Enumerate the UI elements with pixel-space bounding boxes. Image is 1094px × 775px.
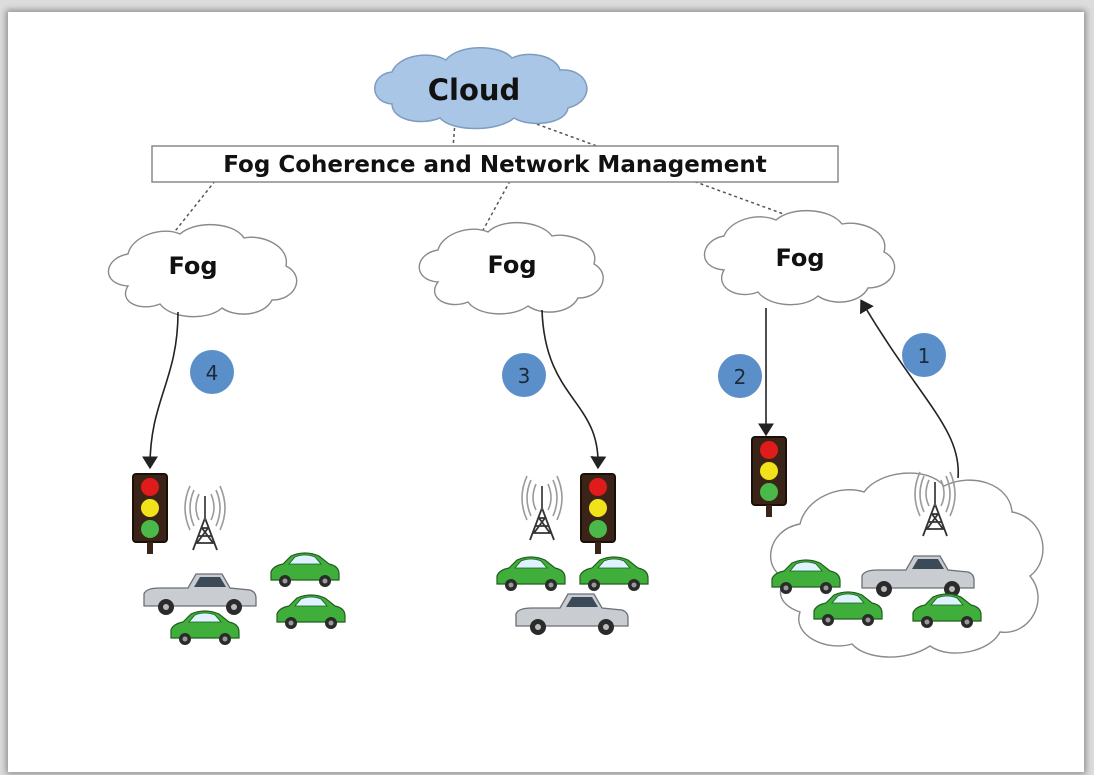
step-badge-3: 3 — [502, 353, 546, 397]
traffic-light-icon — [580, 473, 616, 555]
fog-label: Fog — [487, 251, 536, 279]
pickup-truck-icon — [515, 593, 629, 636]
svg-text:1: 1 — [918, 344, 931, 368]
cloud-node: Cloud — [374, 47, 588, 130]
step-badge-2: 2 — [718, 354, 762, 398]
green-car-icon — [579, 556, 649, 592]
fog-label: Fog — [168, 252, 217, 280]
traffic-light-icon — [132, 473, 168, 555]
fog-label: Fog — [775, 244, 824, 272]
step-badge-1: 1 — [902, 333, 946, 377]
step-badge-4: 4 — [190, 350, 234, 394]
svg-text:3: 3 — [518, 364, 531, 388]
fog-node-left: Fog — [107, 223, 298, 318]
fog-node-right: Fog — [703, 209, 896, 306]
fog-node-center: Fog — [418, 221, 604, 315]
management-box: Fog Coherence and Network Management — [151, 145, 839, 183]
antenna-tower-icon — [521, 475, 563, 541]
svg-text:2: 2 — [734, 365, 747, 389]
green-car-icon — [276, 594, 346, 630]
antenna-tower-icon — [184, 485, 226, 551]
data-flow-arrows — [142, 299, 959, 479]
dashed-links — [171, 117, 801, 236]
management-label: Fog Coherence and Network Management — [223, 152, 766, 178]
green-car-icon — [170, 610, 240, 646]
traffic-light-icon — [751, 436, 787, 518]
cloud-label: Cloud — [428, 73, 521, 107]
svg-text:4: 4 — [206, 361, 219, 385]
green-car-icon — [270, 552, 340, 588]
pickup-truck-icon — [143, 573, 257, 616]
green-car-icon — [496, 556, 566, 592]
